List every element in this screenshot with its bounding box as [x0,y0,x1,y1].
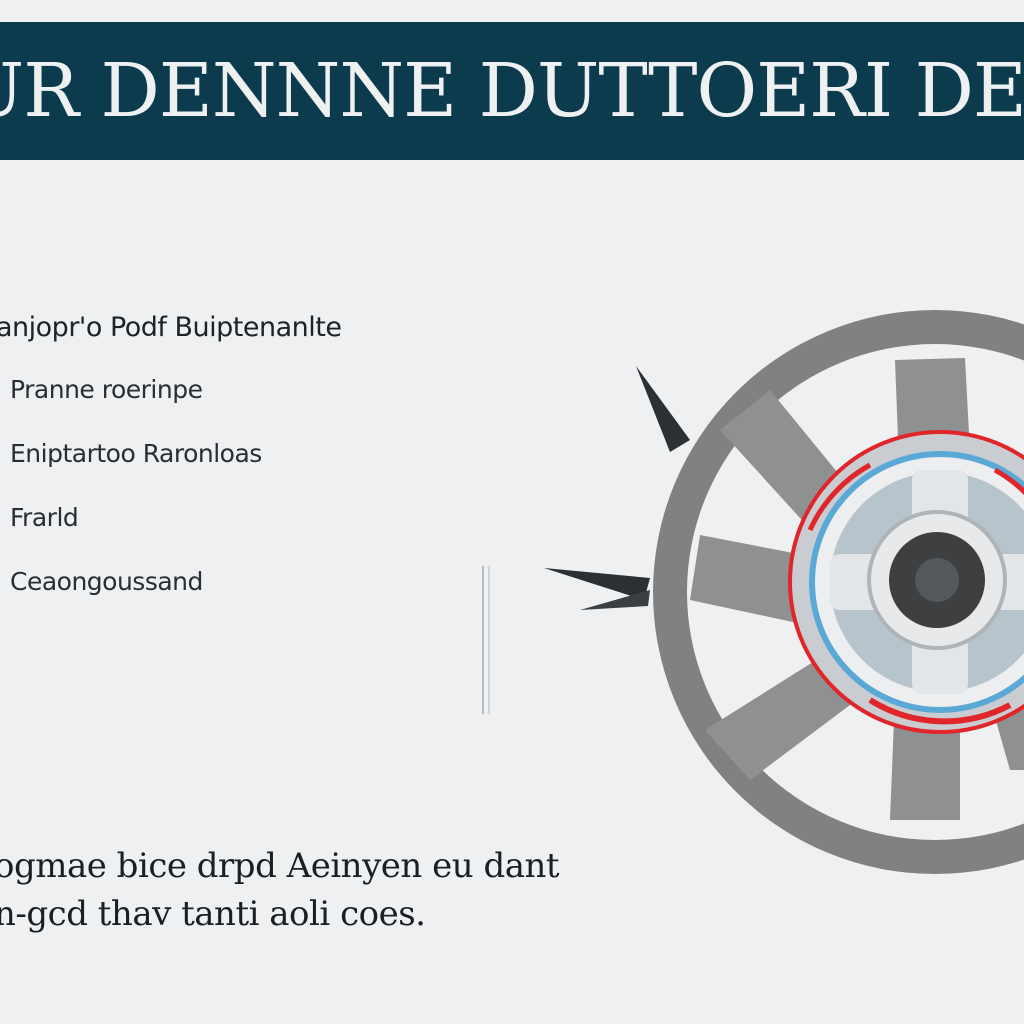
list-item: Ceaongoussand [10,567,203,596]
footer-caption: ogmae bice drpd Aeinyen eu dant n-gcd th… [0,842,560,938]
list-heading: anjopr'o Podf Buiptenanlte [0,312,342,343]
header-title: NG UR DENNNE DUTTOERI DENNE [0,48,1024,134]
list-item: Eniptartoo Raronloas [10,439,262,468]
wheel-icon [540,300,1024,900]
pointer-spike-top [636,366,690,452]
list-item: Frarld [10,503,79,532]
pointer-spike-left [544,568,650,600]
footer-line-2: n-gcd thav tanti aoli coes. [0,894,426,934]
footer-line-1: ogmae bice drpd Aeinyen eu dant [0,846,560,886]
vertical-divider [482,566,490,714]
header-banner: NG UR DENNNE DUTTOERI DENNE [0,22,1024,160]
list-item: Pranne roerinpe [10,375,203,404]
feature-list: Pranne roerinpe Eniptartoo Raronloas Fra… [10,372,262,628]
pointer-spike-left-lower [580,590,650,610]
